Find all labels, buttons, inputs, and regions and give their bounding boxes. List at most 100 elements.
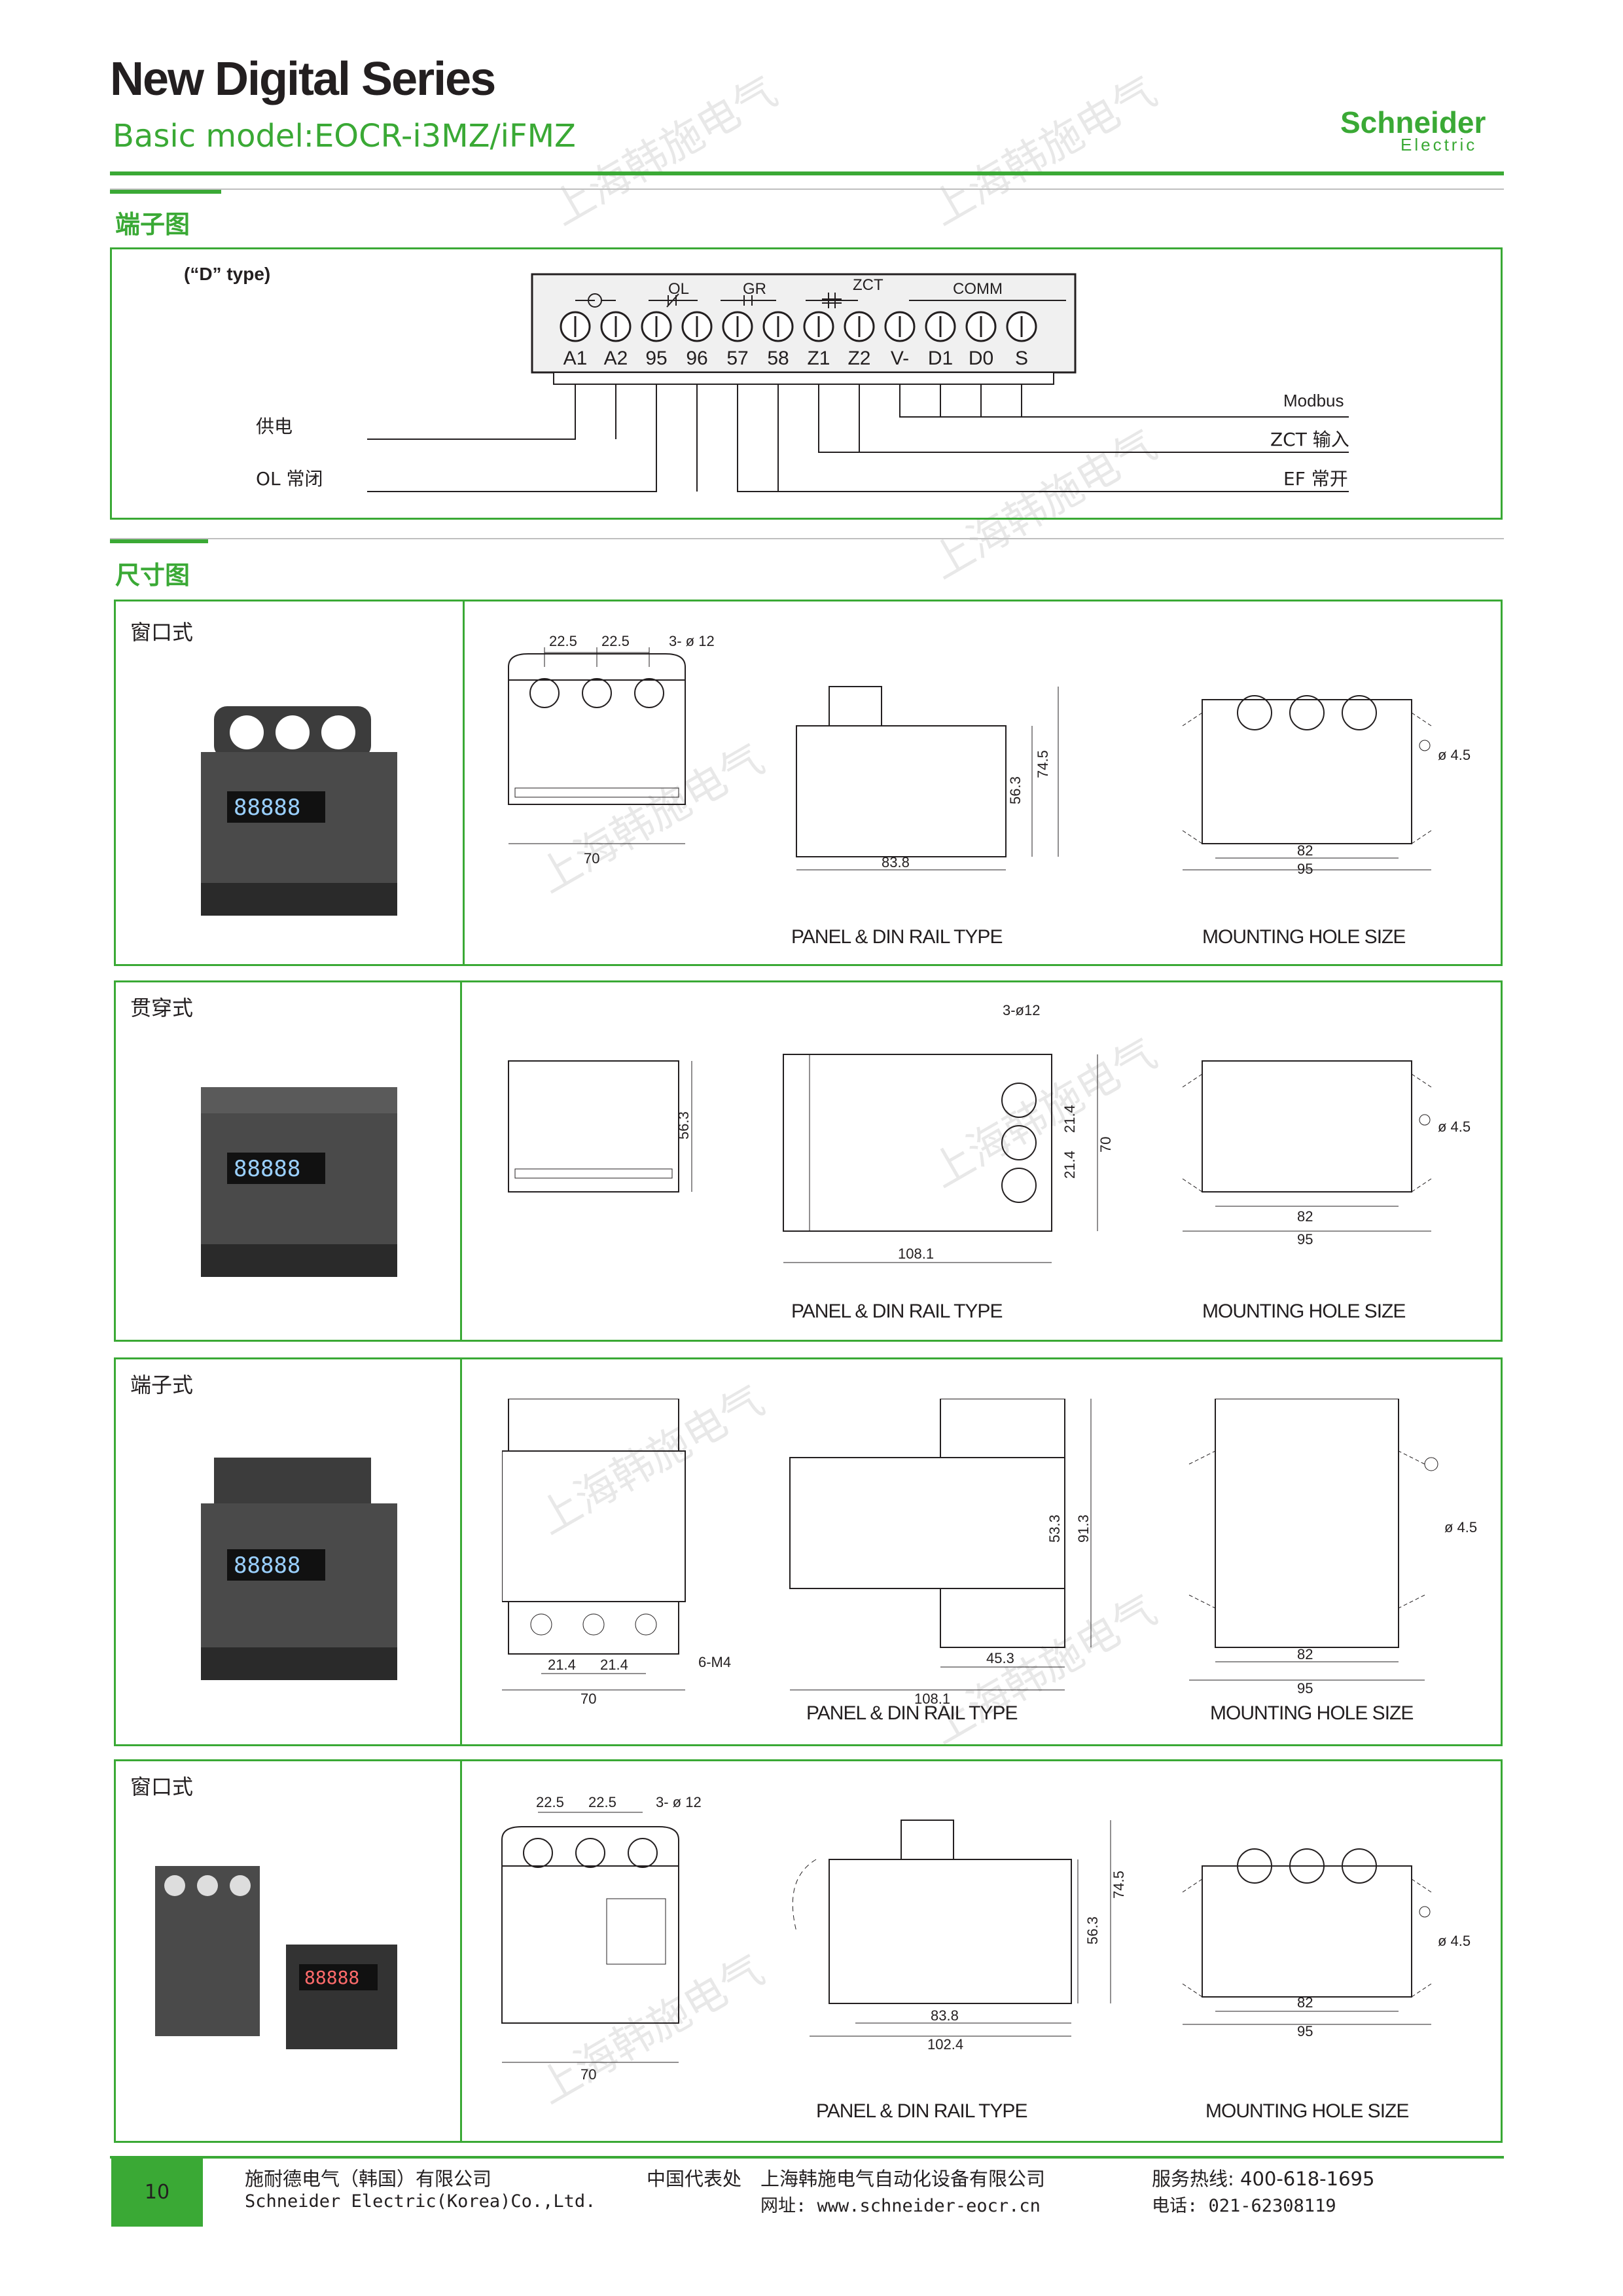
terminal-label: Z1 — [807, 348, 830, 369]
svg-text:88888: 88888 — [234, 795, 300, 821]
group-label-gr: GR — [743, 280, 766, 298]
mounting-drawing: ø 4.5 82 95 — [1182, 1848, 1471, 2039]
section-rule — [110, 538, 1504, 539]
front-view-drawing: 22.5 22.5 3- ø 12 70 — [501, 1794, 702, 2083]
dim-label: ø 4.5 — [1438, 747, 1471, 763]
dim-label: 21.4 — [548, 1657, 576, 1673]
section-rule — [110, 188, 1504, 190]
watermark: 上海韩施电气 — [923, 67, 1165, 236]
page-title: New Digital Series — [110, 53, 496, 105]
product-photo: 88888 — [201, 706, 397, 916]
group-label-ol: OL — [668, 280, 689, 298]
dim-label: 82 — [1297, 1208, 1313, 1225]
dim-label: 95 — [1297, 861, 1313, 876]
dimension-row-4: 窗口式 88888 22.5 22.5 3- ø 12 70 56.3 74.5… — [114, 1759, 1503, 2143]
footer-company-cn: 施耐德电气（韩国）有限公司 — [245, 2168, 492, 2190]
footer-phone: 电话: 021-62308119 — [1152, 2196, 1336, 2216]
terminal-label: V- — [891, 348, 909, 369]
section-marker — [110, 188, 221, 194]
row-label: 贯穿式 — [130, 996, 194, 1020]
dim-label: 70 — [584, 850, 599, 867]
side-view-drawing: 3-ø12 21.4 21.4 70 108.1 — [783, 1002, 1114, 1263]
product-photo: 88888 — [201, 1458, 397, 1680]
terminal-label: D1 — [928, 348, 953, 369]
header-rule — [110, 171, 1504, 175]
row-divider — [463, 601, 465, 964]
front-view-drawing: 56.3 — [508, 1060, 692, 1193]
caption-panel: PANEL & DIN RAIL TYPE — [791, 1300, 1003, 1322]
terminal-label: S — [1015, 348, 1028, 369]
footer-rep-name: 上海韩施电气自动化设备有限公司 — [760, 2168, 1046, 2190]
section-marker — [110, 538, 208, 543]
dim-label: 53.3 — [1046, 1515, 1063, 1543]
terminal-label: 57 — [726, 348, 748, 369]
dimension-row-3: 端子式 88888 21.4 21.4 6-M4 70 53.3 91.3 45… — [114, 1357, 1503, 1746]
group-label-comm: COMM — [953, 280, 1003, 298]
terminal-label: 96 — [686, 348, 707, 369]
dimension-row-1: 窗口式 88888 22.5 22.5 3- ø 12 70 56.3 74.5… — [114, 600, 1503, 966]
dim-label: 22.5 — [549, 633, 577, 649]
caption-mounting: MOUNTING HOLE SIZE — [1202, 926, 1406, 948]
side-view-drawing: 56.3 74.5 83.8 102.4 — [792, 1820, 1127, 2053]
dim-label: ø 4.5 — [1438, 1119, 1471, 1135]
group-label-zct: ZCT — [853, 276, 883, 294]
svg-text:88888: 88888 — [234, 1156, 300, 1182]
footer-rep-label: 中国代表处 — [647, 2168, 742, 2190]
row-divider — [460, 1359, 462, 1744]
dim-label: 6-M4 — [698, 1654, 731, 1670]
mounting-drawing: ø 4.5 82 95 — [1182, 695, 1471, 876]
footer-website[interactable]: 网址: www.schneider-eocr.cn — [760, 2196, 1041, 2216]
footer-company-en: Schneider Electric(Korea)Co.,Ltd. — [245, 2191, 596, 2212]
footer-rule — [110, 2156, 1504, 2159]
terminal-label: A2 — [604, 348, 628, 369]
caption-panel: PANEL & DIN RAIL TYPE — [816, 2100, 1027, 2122]
page-subtitle: Basic model:EOCR-i3MZ/iFMZ — [113, 118, 576, 154]
dim-label: 95 — [1297, 2023, 1313, 2039]
side-view-drawing: 53.3 91.3 45.3 108.1 — [789, 1399, 1092, 1706]
terminal-label: A1 — [563, 348, 588, 369]
terminal-label: 95 — [645, 348, 667, 369]
dim-label: 56.3 — [675, 1111, 692, 1139]
mounting-drawing: ø 4.5 82 95 — [1188, 1399, 1477, 1693]
caption-panel: PANEL & DIN RAIL TYPE — [791, 926, 1003, 948]
product-photo: 88888 — [201, 1087, 397, 1277]
terminal-label: 58 — [767, 348, 789, 369]
footer-hotline: 服务热线: 400-618-1695 — [1152, 2168, 1375, 2190]
dim-label: 74.5 — [1111, 1871, 1127, 1899]
terminal-label: Z2 — [847, 348, 870, 369]
page-number: 10 — [111, 2157, 203, 2227]
dim-label: 95 — [1297, 1680, 1313, 1693]
dim-label: 21.4 — [1061, 1105, 1078, 1133]
dim-label: 70 — [580, 1691, 596, 1706]
terminal-label: D0 — [969, 348, 993, 369]
dim-label: 102.4 — [927, 2036, 963, 2053]
dim-label: 21.4 — [600, 1657, 628, 1673]
dim-label: 56.3 — [1084, 1916, 1101, 1945]
dim-label: 22.5 — [536, 1794, 564, 1810]
dim-label: 83.8 — [882, 854, 910, 870]
dim-label: 108.1 — [914, 1691, 950, 1706]
svg-text:88888: 88888 — [234, 1552, 300, 1579]
dimension-row-2: 贯穿式 88888 56.3 3-ø12 21.4 21.4 70 108.1 … — [114, 980, 1503, 1342]
label-ef-no: EF 常开 — [1283, 468, 1348, 490]
row-label: 窗口式 — [130, 620, 194, 645]
mounting-drawing: ø 4.5 82 95 — [1182, 1060, 1471, 1244]
brand-logo-sub: Electric — [1400, 135, 1478, 154]
dim-label: 45.3 — [986, 1650, 1014, 1666]
row-label: 窗口式 — [130, 1774, 194, 1799]
dim-label: 22.5 — [588, 1794, 616, 1810]
dim-label: 21.4 — [1061, 1151, 1078, 1179]
front-view-drawing: 21.4 21.4 6-M4 70 — [502, 1399, 731, 1706]
dim-label: 83.8 — [931, 2007, 959, 2024]
label-modbus: Modbus — [1283, 391, 1344, 410]
dim-label: 70 — [1097, 1137, 1114, 1153]
dim-label: 82 — [1297, 1994, 1313, 2011]
dim-label: 82 — [1297, 1646, 1313, 1662]
row-divider — [460, 982, 462, 1340]
label-zct-input: ZCT 输入 — [1270, 429, 1349, 450]
caption-mounting: MOUNTING HOLE SIZE — [1202, 1300, 1406, 1322]
dim-label: 82 — [1297, 842, 1313, 859]
dim-label: 91.3 — [1075, 1515, 1092, 1543]
